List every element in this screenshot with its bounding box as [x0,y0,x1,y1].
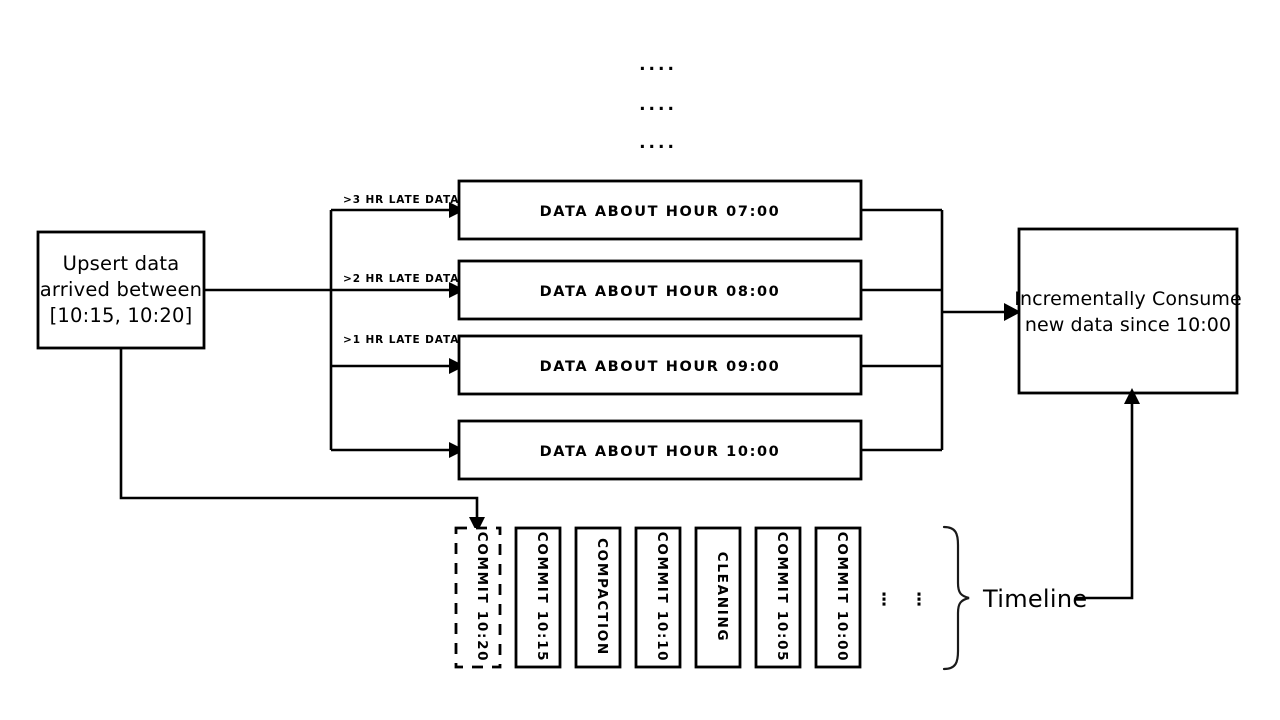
top-ellipsis-row-1: .... [639,55,677,75]
timeline-commit-box-0-label: COMMIT 10:20 [474,532,490,663]
upsert-source-box-outline [36,230,206,350]
timeline-brace-icon [942,525,970,671]
hour-box-08-label: DATA ABOUT HOUR 08:00 [540,284,781,300]
fanout-arrowhead-3 [449,358,465,374]
timeline-commit-box-4[interactable]: CLEANING [694,526,742,669]
top-ellipsis-row-3: .... [639,133,677,153]
source-to-timeline-path [119,348,479,517]
hour-box-09-outline [457,334,863,396]
timeline-commit-box-6[interactable]: COMMIT 10:00 [814,526,862,669]
source-to-timeline-connector [119,348,485,533]
timeline-commit-box-5-outline [754,526,802,669]
fanout-arrowhead-1 [449,202,465,218]
consume-box-outline [1017,227,1239,395]
upsert-source-box: Upsert data arrived between [10:15, 10:2… [36,230,206,350]
timeline-commit-box-6-outline [814,526,862,669]
merge-connector [861,208,1021,452]
edge-label-group: >3 HR LATE DATA >2 HR LATE DATA >1 HR LA… [343,194,459,346]
hour-box-09: DATA ABOUT HOUR 09:00 [457,334,863,396]
consume-box-line-2: new data since 10:00 [1025,314,1231,336]
timeline-commit-box-0[interactable]: COMMIT 10:20 [454,526,502,669]
timeline-commit-box-1-label: COMMIT 10:15 [534,532,550,663]
timeline-ellipsis-2: ⋮ [911,590,928,610]
hour-box-10-label: DATA ABOUT HOUR 10:00 [540,444,781,460]
timeline-commit-box-2-outline [574,526,622,669]
timeline-to-consume-connector [1076,388,1140,600]
timeline-to-consume-path [1076,404,1134,600]
consume-box-line-1: Incrementally Consume [1014,288,1242,310]
hour-box-07-outline [457,179,863,241]
timeline-commit-box-2[interactable]: COMPACTION [574,526,622,669]
hour-box-07: DATA ABOUT HOUR 07:00 [457,179,863,241]
fanout-connector [204,202,465,458]
timeline-commit-box-3-label: COMMIT 10:10 [654,532,670,663]
timeline-commit-box-6-label: COMMIT 10:00 [834,532,850,663]
edge-label-1hr: >1 HR LATE DATA [343,334,459,346]
fanout-arrowhead-4 [449,442,465,458]
timeline-commit-box-2-label: COMPACTION [594,538,610,656]
hour-box-09-label: DATA ABOUT HOUR 09:00 [540,359,781,375]
timeline-label: Timeline [982,585,1087,613]
timeline-to-consume-arrowhead [1124,388,1140,404]
upsert-source-line-1: Upsert data [63,252,180,275]
edge-label-2hr: >2 HR LATE DATA [343,273,459,285]
top-ellipsis-row-2: .... [639,95,677,115]
timeline-commit-box-4-outline [694,526,742,669]
timeline-commit-box-3[interactable]: COMMIT 10:10 [634,526,682,669]
timeline-ellipsis-group: ⋮ ⋮ [876,590,928,610]
timeline-commit-box-1[interactable]: COMMIT 10:15 [514,526,562,669]
upsert-source-line-2: arrived between [40,278,203,301]
hour-box-08-outline [457,259,863,321]
timeline-commit-boxes: COMMIT 10:20 COMMIT 10:15 COMPACTION COM… [454,526,862,669]
consume-box: Incrementally Consume new data since 10:… [1014,227,1242,395]
edge-label-3hr: >3 HR LATE DATA [343,194,459,206]
timeline-commit-box-5[interactable]: COMMIT 10:05 [754,526,802,669]
timeline-commit-box-5-label: COMMIT 10:05 [774,532,790,663]
hour-box-10: DATA ABOUT HOUR 10:00 [457,419,863,481]
timeline-ellipsis-1: ⋮ [876,590,893,610]
fanout-arrowhead-2 [449,282,465,298]
timeline-commit-box-0-outline [454,526,502,669]
upsert-source-line-3: [10:15, 10:20] [50,304,193,327]
hour-box-08: DATA ABOUT HOUR 08:00 [457,259,863,321]
merge-to-consume-arrowhead [1004,303,1021,321]
timeline-commit-box-1-outline [514,526,562,669]
hour-box-10-outline [457,419,863,481]
top-ellipsis-group: .... .... .... [639,55,677,153]
hour-box-07-label: DATA ABOUT HOUR 07:00 [540,204,781,220]
timeline-commit-box-3-outline [634,526,682,669]
source-to-timeline-arrowhead [469,517,485,533]
timeline-brace-group: Timeline [942,525,1087,671]
timeline-commit-box-4-label: CLEANING [714,552,730,642]
